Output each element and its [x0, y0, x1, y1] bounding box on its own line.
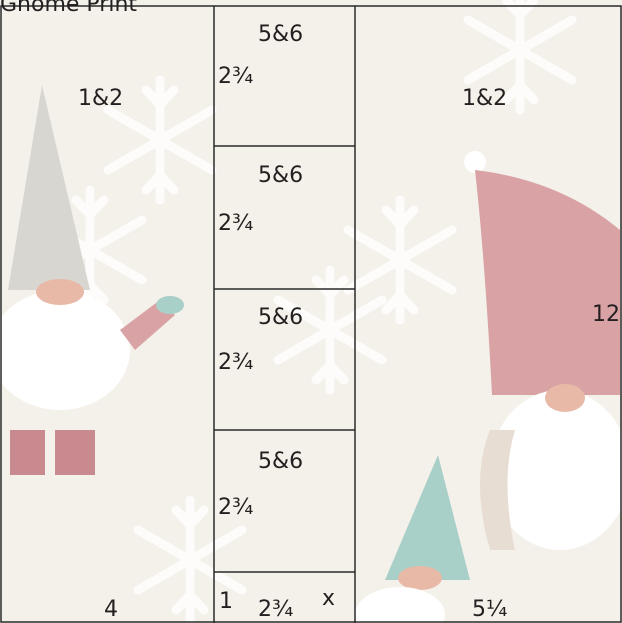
page-title: Gnome Print [0, 0, 138, 17]
bottom-strip-multiplier: x [322, 586, 336, 611]
snowflake-icon [278, 270, 382, 390]
strip-3-size: 2¾ [218, 350, 254, 375]
gnome-teal-hat [385, 455, 470, 580]
left-panel-bottom-label: 4 [104, 597, 118, 622]
bottom-strip-count: 1 [219, 589, 233, 614]
snowflake-icon [108, 80, 212, 200]
strip-1-size: 2¾ [218, 64, 254, 89]
right-panel-bottom-label: 5¼ [472, 597, 508, 622]
gnome-grey-hat [8, 85, 90, 290]
right-panel-label: 1&2 [462, 86, 508, 111]
bottom-strip-size: 2¾ [258, 597, 294, 622]
right-panel-side-label: 12 [592, 302, 620, 327]
strip-3-label: 5&6 [258, 305, 304, 330]
strip-1-label: 5&6 [258, 22, 304, 47]
gnome-grey [0, 85, 184, 475]
strip-2-size: 2¾ [218, 211, 254, 236]
strip-4-label: 5&6 [258, 449, 304, 474]
gnome-red [464, 151, 622, 550]
cut-lines [0, 5, 622, 623]
snowflake-icon [348, 200, 452, 320]
left-panel-label: 1&2 [78, 86, 124, 111]
outer-border [0, 5, 622, 623]
gnome-red-hat [475, 170, 620, 395]
strip-4-size: 2¾ [218, 495, 254, 520]
strip-2-label: 5&6 [258, 163, 304, 188]
gnome-teal [355, 455, 470, 623]
